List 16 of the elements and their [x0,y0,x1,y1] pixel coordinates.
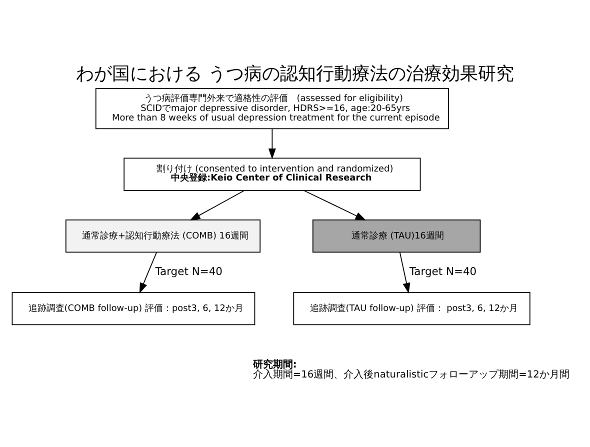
arrow [303,190,366,220]
label: 研究期間: [252,358,297,370]
node-box: 通常診療+認知行動療法 (COMB) 16週間 [65,219,261,252]
arrow [139,251,158,294]
diagram-title: わが国における うつ病の認知行動療法の治療効果研究 [76,62,514,84]
node-box: 割り付け (consented to intervention and randomized) 中央登録:Keio Center of Clinical Research [124,157,421,190]
edge-label: Target N=40 [409,264,477,278]
node-box: 追跡調査(TAU follow-up) 評価： post3, 6, 12か月 [293,292,530,325]
node-box: うつ病評価専門外来で適格性の評価 (assessed for eligibility) SCIDでmajor depressive disorder, HDRS>=16, age:20-65yrs More than 8 weeks of usual depression treatment for the current episode [95,87,449,129]
label: 介入期間=16週間、介入後naturalisticフォローアップ期間=12か月間 [252,368,570,380]
node-box: 通常診療 (TAU)16週間 [312,219,481,252]
arrow [268,128,276,159]
arrow [399,251,410,294]
arrow [190,190,245,220]
edge-label: Target N=40 [155,264,222,278]
node-box: 追跡調査(COMB follow-up) 評価：post3, 6, 12か月 [12,292,256,325]
